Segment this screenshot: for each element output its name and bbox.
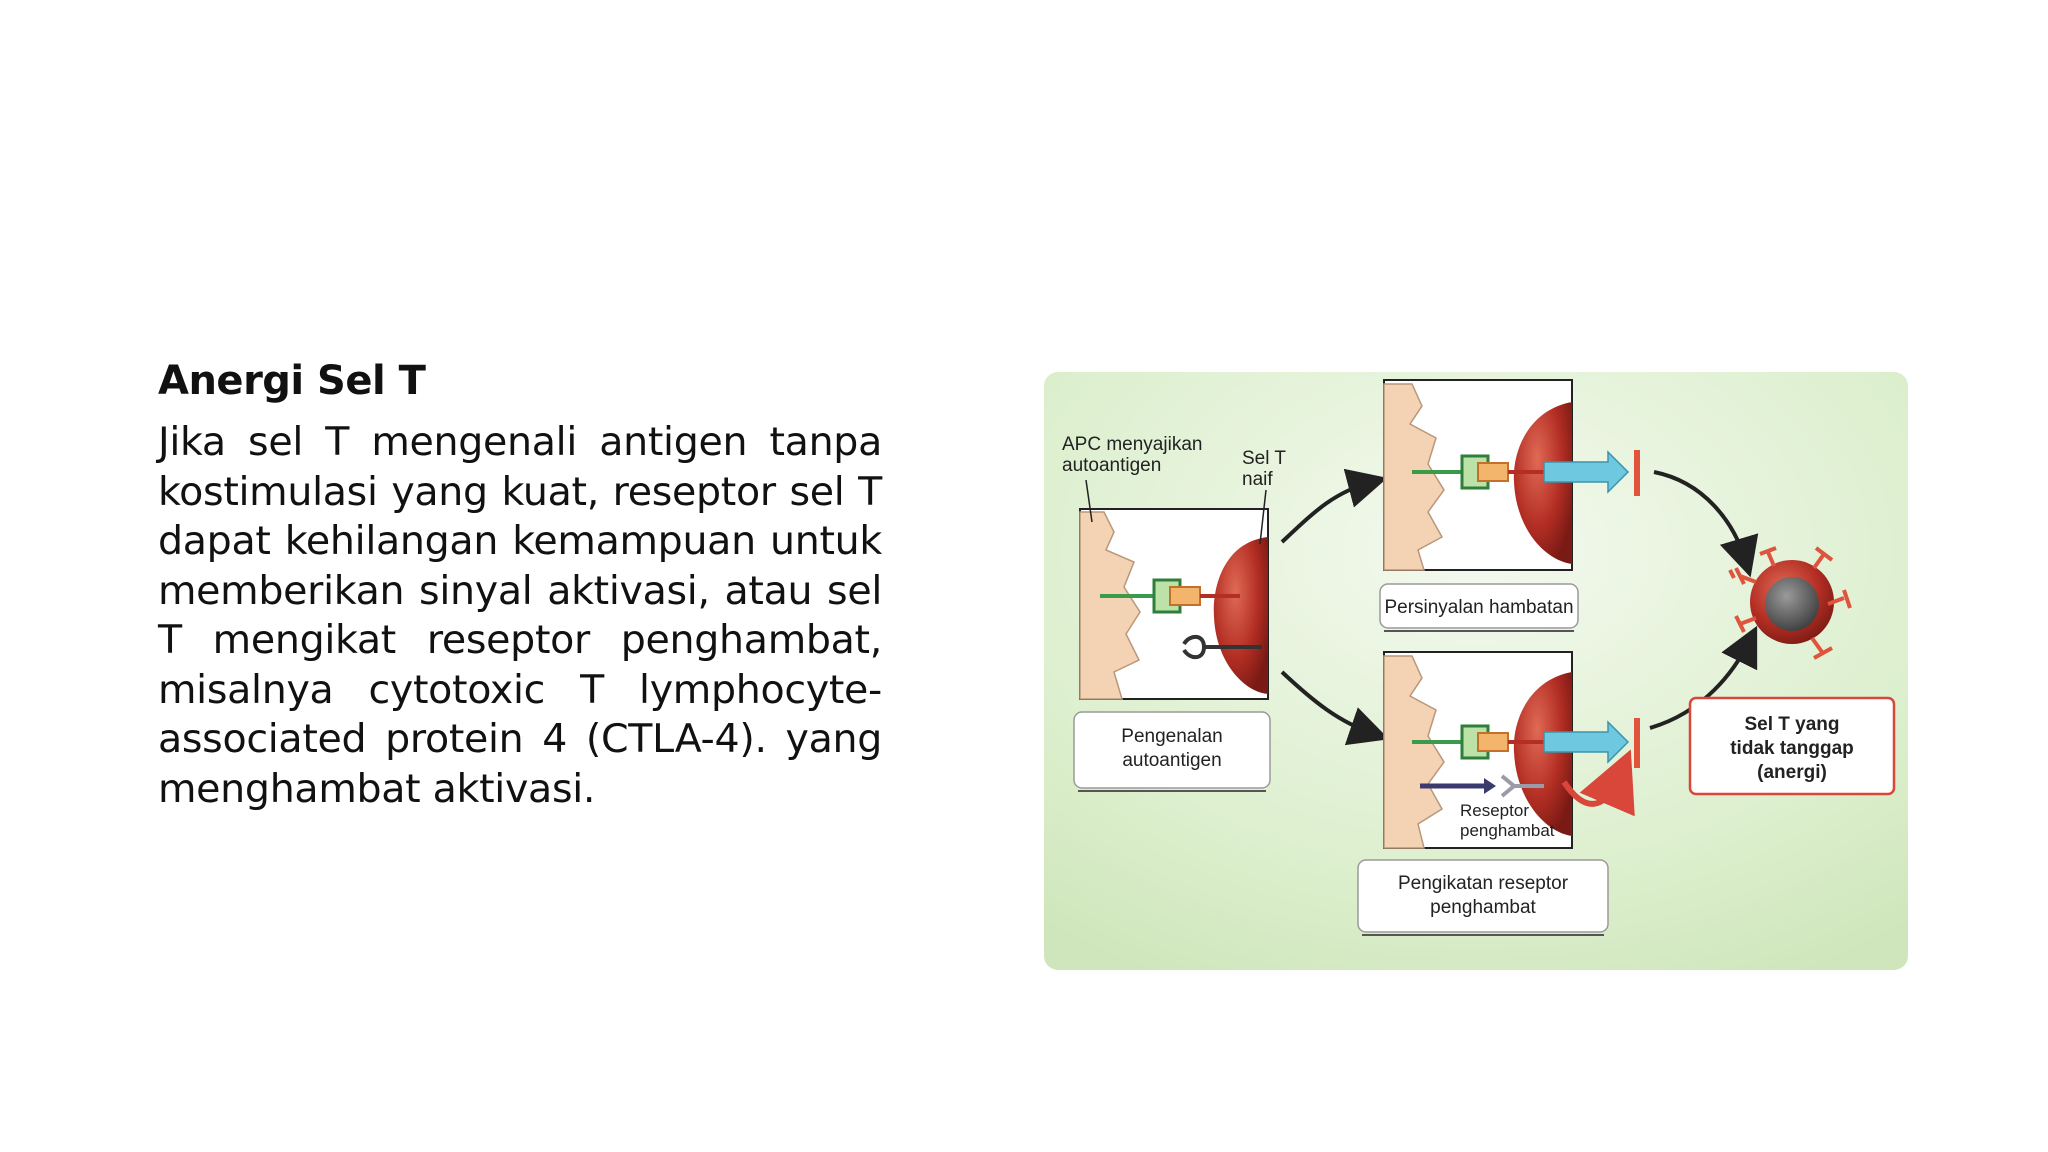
arrow-to-inhibitory-signal (1280, 468, 1388, 544)
label-apc-line1: APC menyajikan (1062, 434, 1202, 455)
box-inhibitory-signal: Persinyalan hambatan (1379, 583, 1579, 632)
apc-cell-shape (1079, 511, 1141, 700)
block-bar-2 (1634, 718, 1640, 768)
t-cell-anergy-diagram: APC menyajikan autoantigen Sel T naif Pe… (1044, 372, 1908, 970)
label-selt-line1: Sel T (1242, 448, 1286, 469)
diagram-svg: APC menyajikan autoantigen Sel T naif Pe… (1044, 372, 1908, 970)
apc-cell-shape-2 (1383, 383, 1445, 571)
slide-body: Jika sel T mengenali antigen tanpa kosti… (158, 419, 882, 812)
box-receptor-binding-line1: Pengikatan reseptor (1398, 873, 1569, 894)
box-receptor-binding: Pengikatan reseptor penghambat (1357, 859, 1609, 936)
block-bar-1 (1634, 450, 1640, 496)
slide-title: Anergi Sel T (158, 358, 426, 404)
label-receptor-line2: penghambat (1460, 821, 1555, 840)
panel-recognition (1079, 479, 1269, 700)
signal-arrow-1 (1543, 450, 1630, 494)
result-line2: tidak tanggap (1730, 738, 1854, 759)
apc-cell-shape-3 (1383, 655, 1445, 849)
panel-inhibitory-signal (1383, 379, 1640, 571)
box-result: Sel T yang tidak tanggap (anergi) (1688, 696, 1896, 796)
result-line3: (anergi) (1757, 762, 1827, 783)
panel-receptor-binding (1383, 651, 1640, 849)
t-cell-shape-3 (1513, 672, 1572, 836)
box-recognition-line2: autoantigen (1122, 750, 1221, 771)
box-receptor-binding-line2: penghambat (1430, 897, 1536, 918)
text-block: Anergi Sel T Jika sel T mengenali antige… (158, 358, 882, 814)
label-selt-line2: naif (1242, 469, 1273, 490)
arrow-to-anergic-1 (1653, 470, 1759, 578)
result-line1: Sel T yang (1744, 714, 1839, 735)
arrow-to-anergic-2 (1649, 625, 1758, 730)
label-receptor-line1: Reseptor (1460, 801, 1529, 820)
box-inhibitory-signal-text: Persinyalan hambatan (1384, 597, 1573, 618)
box-recognition: Pengenalan autoantigen (1073, 711, 1271, 792)
arrow-to-receptor-binding (1280, 670, 1390, 746)
t-cell-shape (1213, 537, 1268, 694)
t-cell-shape-2 (1513, 402, 1572, 564)
inhibitory-feedback-arrow (1561, 749, 1635, 817)
anergic-t-cell (1728, 546, 1852, 660)
label-apc-line2: autoantigen (1062, 455, 1161, 476)
box-recognition-line1: Pengenalan (1121, 726, 1222, 747)
